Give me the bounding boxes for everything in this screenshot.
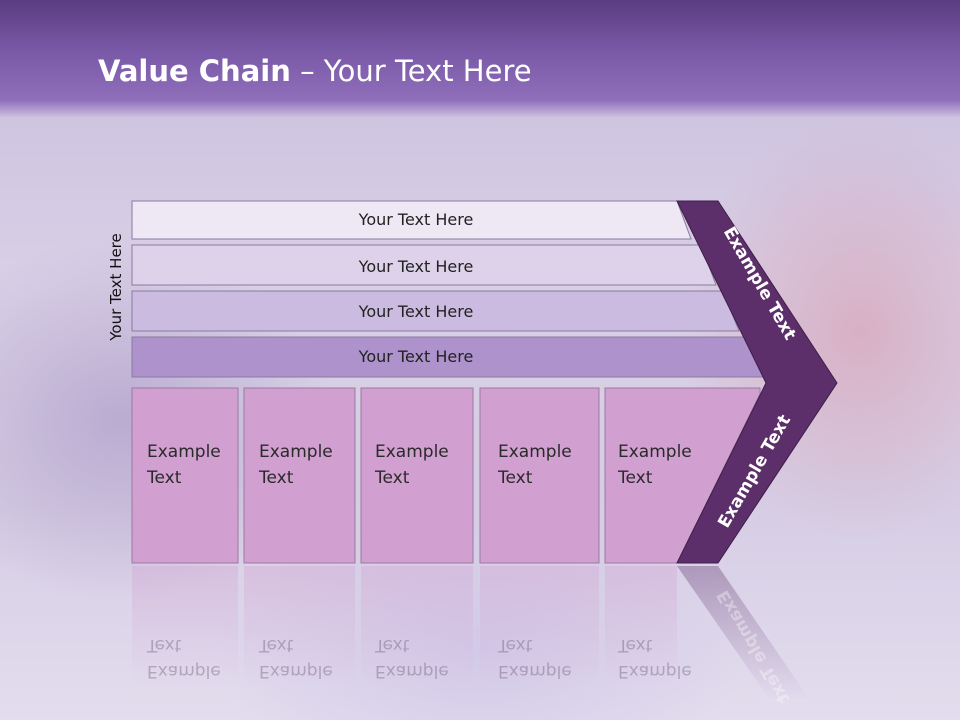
cell-2-line-2: Text xyxy=(259,468,294,488)
cell-1-line-1: Example xyxy=(147,442,221,462)
cell-5-line-2: Text xyxy=(618,468,653,488)
cell-4-line-2: Text xyxy=(498,468,533,488)
row-bar-1 xyxy=(131,200,692,240)
title-rest: – Your Text Here xyxy=(290,54,532,88)
cell-reflection-2 xyxy=(244,566,355,686)
row-bar-3 xyxy=(131,290,740,332)
cell-2 xyxy=(243,387,356,564)
cell-5-line-1: Example xyxy=(618,442,692,462)
row-label-2: Your Text Here xyxy=(358,257,474,276)
row-label-1: Your Text Here xyxy=(358,210,474,229)
cell-1 xyxy=(131,387,239,564)
header-band xyxy=(0,0,960,118)
cell-2-line-1: Example xyxy=(259,442,333,462)
cell-reflection-3 xyxy=(361,566,473,686)
cell-reflection-1 xyxy=(132,566,238,686)
page-title: Value Chain – Your Text Here xyxy=(98,54,532,94)
cell-reflection-5 xyxy=(605,566,677,686)
cell-reflection-4 xyxy=(480,566,599,686)
chevron-reflection xyxy=(677,566,810,700)
cell-3-line-1: Example xyxy=(375,442,449,462)
cell-3 xyxy=(360,387,474,564)
title-bold: Value Chain xyxy=(98,54,291,88)
cell-4-line-1: Example xyxy=(498,442,572,462)
row-bar-2 xyxy=(131,244,717,286)
row-label-3: Your Text Here xyxy=(358,302,474,321)
chevron-label-reflection: Example Text xyxy=(713,586,794,706)
cell-3-line-2: Text xyxy=(375,468,410,488)
row-label-4: Your Text Here xyxy=(358,347,474,366)
cell-1-line-2: Text xyxy=(147,468,182,488)
chevron-arrow xyxy=(676,200,838,564)
cell-4 xyxy=(479,387,600,564)
